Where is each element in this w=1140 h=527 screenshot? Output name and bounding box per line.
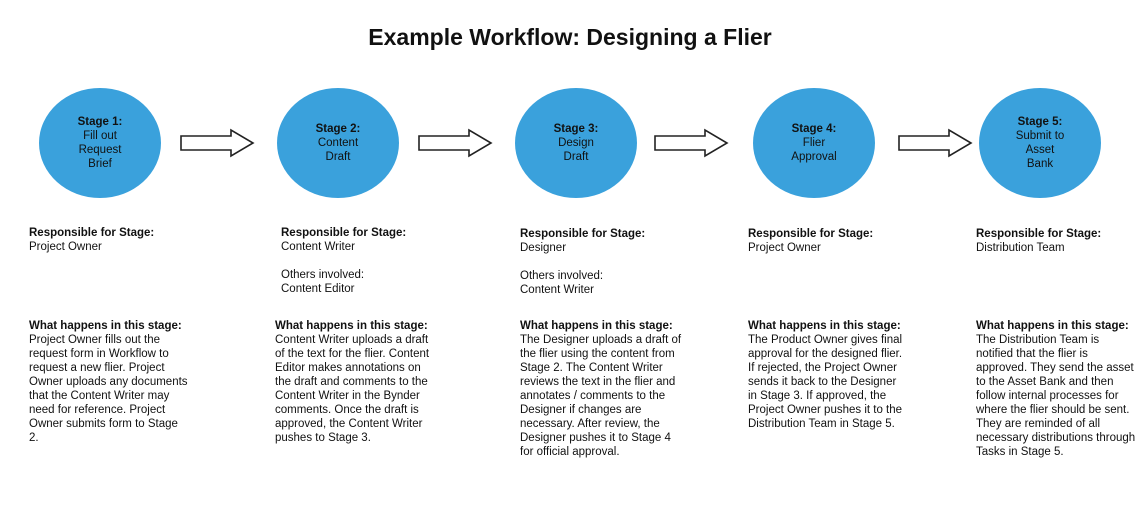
stage-5-circle: Stage 5: Submit to Asset Bank bbox=[979, 88, 1101, 198]
stage-4-description: What happens in this stage: The Product … bbox=[748, 319, 908, 431]
diagram-title: Example Workflow: Designing a Flier bbox=[368, 24, 772, 50]
what-happens-label: What happens in this stage: bbox=[520, 320, 673, 332]
stage-2-circle: Stage 2: Content Draft bbox=[277, 88, 399, 198]
stage-5-responsibility: Responsible for Stage: Distribution Team bbox=[976, 227, 1101, 255]
others-involved-role: Content Editor bbox=[281, 283, 355, 295]
responsible-label: Responsible for Stage: bbox=[976, 228, 1102, 240]
responsible-role: Content Writer bbox=[281, 241, 355, 253]
what-happens-text: The Product Owner gives final approval f… bbox=[748, 334, 903, 430]
arrow-right-icon bbox=[898, 128, 973, 158]
stage-5-description: What happens in this stage: The Distribu… bbox=[976, 319, 1136, 459]
stage-2-description: What happens in this stage: Content Writ… bbox=[275, 319, 435, 445]
stage-3-description: What happens in this stage: The Designer… bbox=[520, 319, 682, 459]
what-happens-label: What happens in this stage: bbox=[275, 320, 428, 332]
arrow-right-icon bbox=[654, 128, 729, 158]
what-happens-label: What happens in this stage: bbox=[976, 320, 1129, 332]
stage-3-name: Design Draft bbox=[558, 137, 594, 163]
what-happens-text: Project Owner fills out the request form… bbox=[29, 334, 188, 444]
stage-3-number: Stage 3: bbox=[553, 123, 599, 135]
responsible-label: Responsible for Stage: bbox=[29, 227, 155, 239]
stage-3-circle: Stage 3: Design Draft bbox=[515, 88, 637, 198]
stage-1-responsibility: Responsible for Stage: Project Owner bbox=[29, 226, 154, 254]
responsible-role: Distribution Team bbox=[976, 242, 1065, 254]
stage-1-number: Stage 1: bbox=[77, 116, 123, 128]
stage-4-number: Stage 4: bbox=[791, 123, 837, 135]
others-involved-label: Others involved: bbox=[520, 270, 604, 282]
arrow-right-icon bbox=[180, 128, 255, 158]
what-happens-label: What happens in this stage: bbox=[748, 320, 901, 332]
responsible-role: Project Owner bbox=[29, 241, 102, 253]
responsible-label: Responsible for Stage: bbox=[281, 227, 407, 239]
responsible-role: Designer bbox=[520, 242, 567, 254]
responsible-role: Project Owner bbox=[748, 242, 821, 254]
stage-4-circle: Stage 4: Flier Approval bbox=[753, 88, 875, 198]
arrow-right-icon bbox=[418, 128, 493, 158]
stage-2-responsibility: Responsible for Stage: Content Writer Ot… bbox=[281, 226, 406, 296]
stage-1-circle: Stage 1: Fill out Request Brief bbox=[39, 88, 161, 198]
stage-3-responsibility: Responsible for Stage: Designer Others i… bbox=[520, 227, 645, 297]
others-involved-role: Content Writer bbox=[520, 284, 594, 296]
stage-4-name: Flier Approval bbox=[791, 137, 837, 163]
stage-5-number: Stage 5: bbox=[1017, 116, 1063, 128]
stage-5-name: Submit to Asset Bank bbox=[1015, 130, 1065, 170]
what-happens-label: What happens in this stage: bbox=[29, 320, 182, 332]
stage-1-name: Fill out Request Brief bbox=[78, 130, 122, 170]
stage-4-responsibility: Responsible for Stage: Project Owner bbox=[748, 227, 873, 255]
what-happens-text: The Distribution Team is notified that t… bbox=[976, 334, 1136, 458]
others-involved-label: Others involved: bbox=[281, 269, 365, 281]
stage-2-number: Stage 2: bbox=[315, 123, 361, 135]
responsible-label: Responsible for Stage: bbox=[520, 228, 646, 240]
stage-2-name: Content Draft bbox=[317, 137, 359, 163]
what-happens-text: Content Writer uploads a draft of the te… bbox=[275, 334, 430, 444]
what-happens-text: The Designer uploads a draft of the flie… bbox=[520, 334, 682, 458]
stage-1-description: What happens in this stage: Project Owne… bbox=[29, 319, 189, 445]
responsible-label: Responsible for Stage: bbox=[748, 228, 874, 240]
